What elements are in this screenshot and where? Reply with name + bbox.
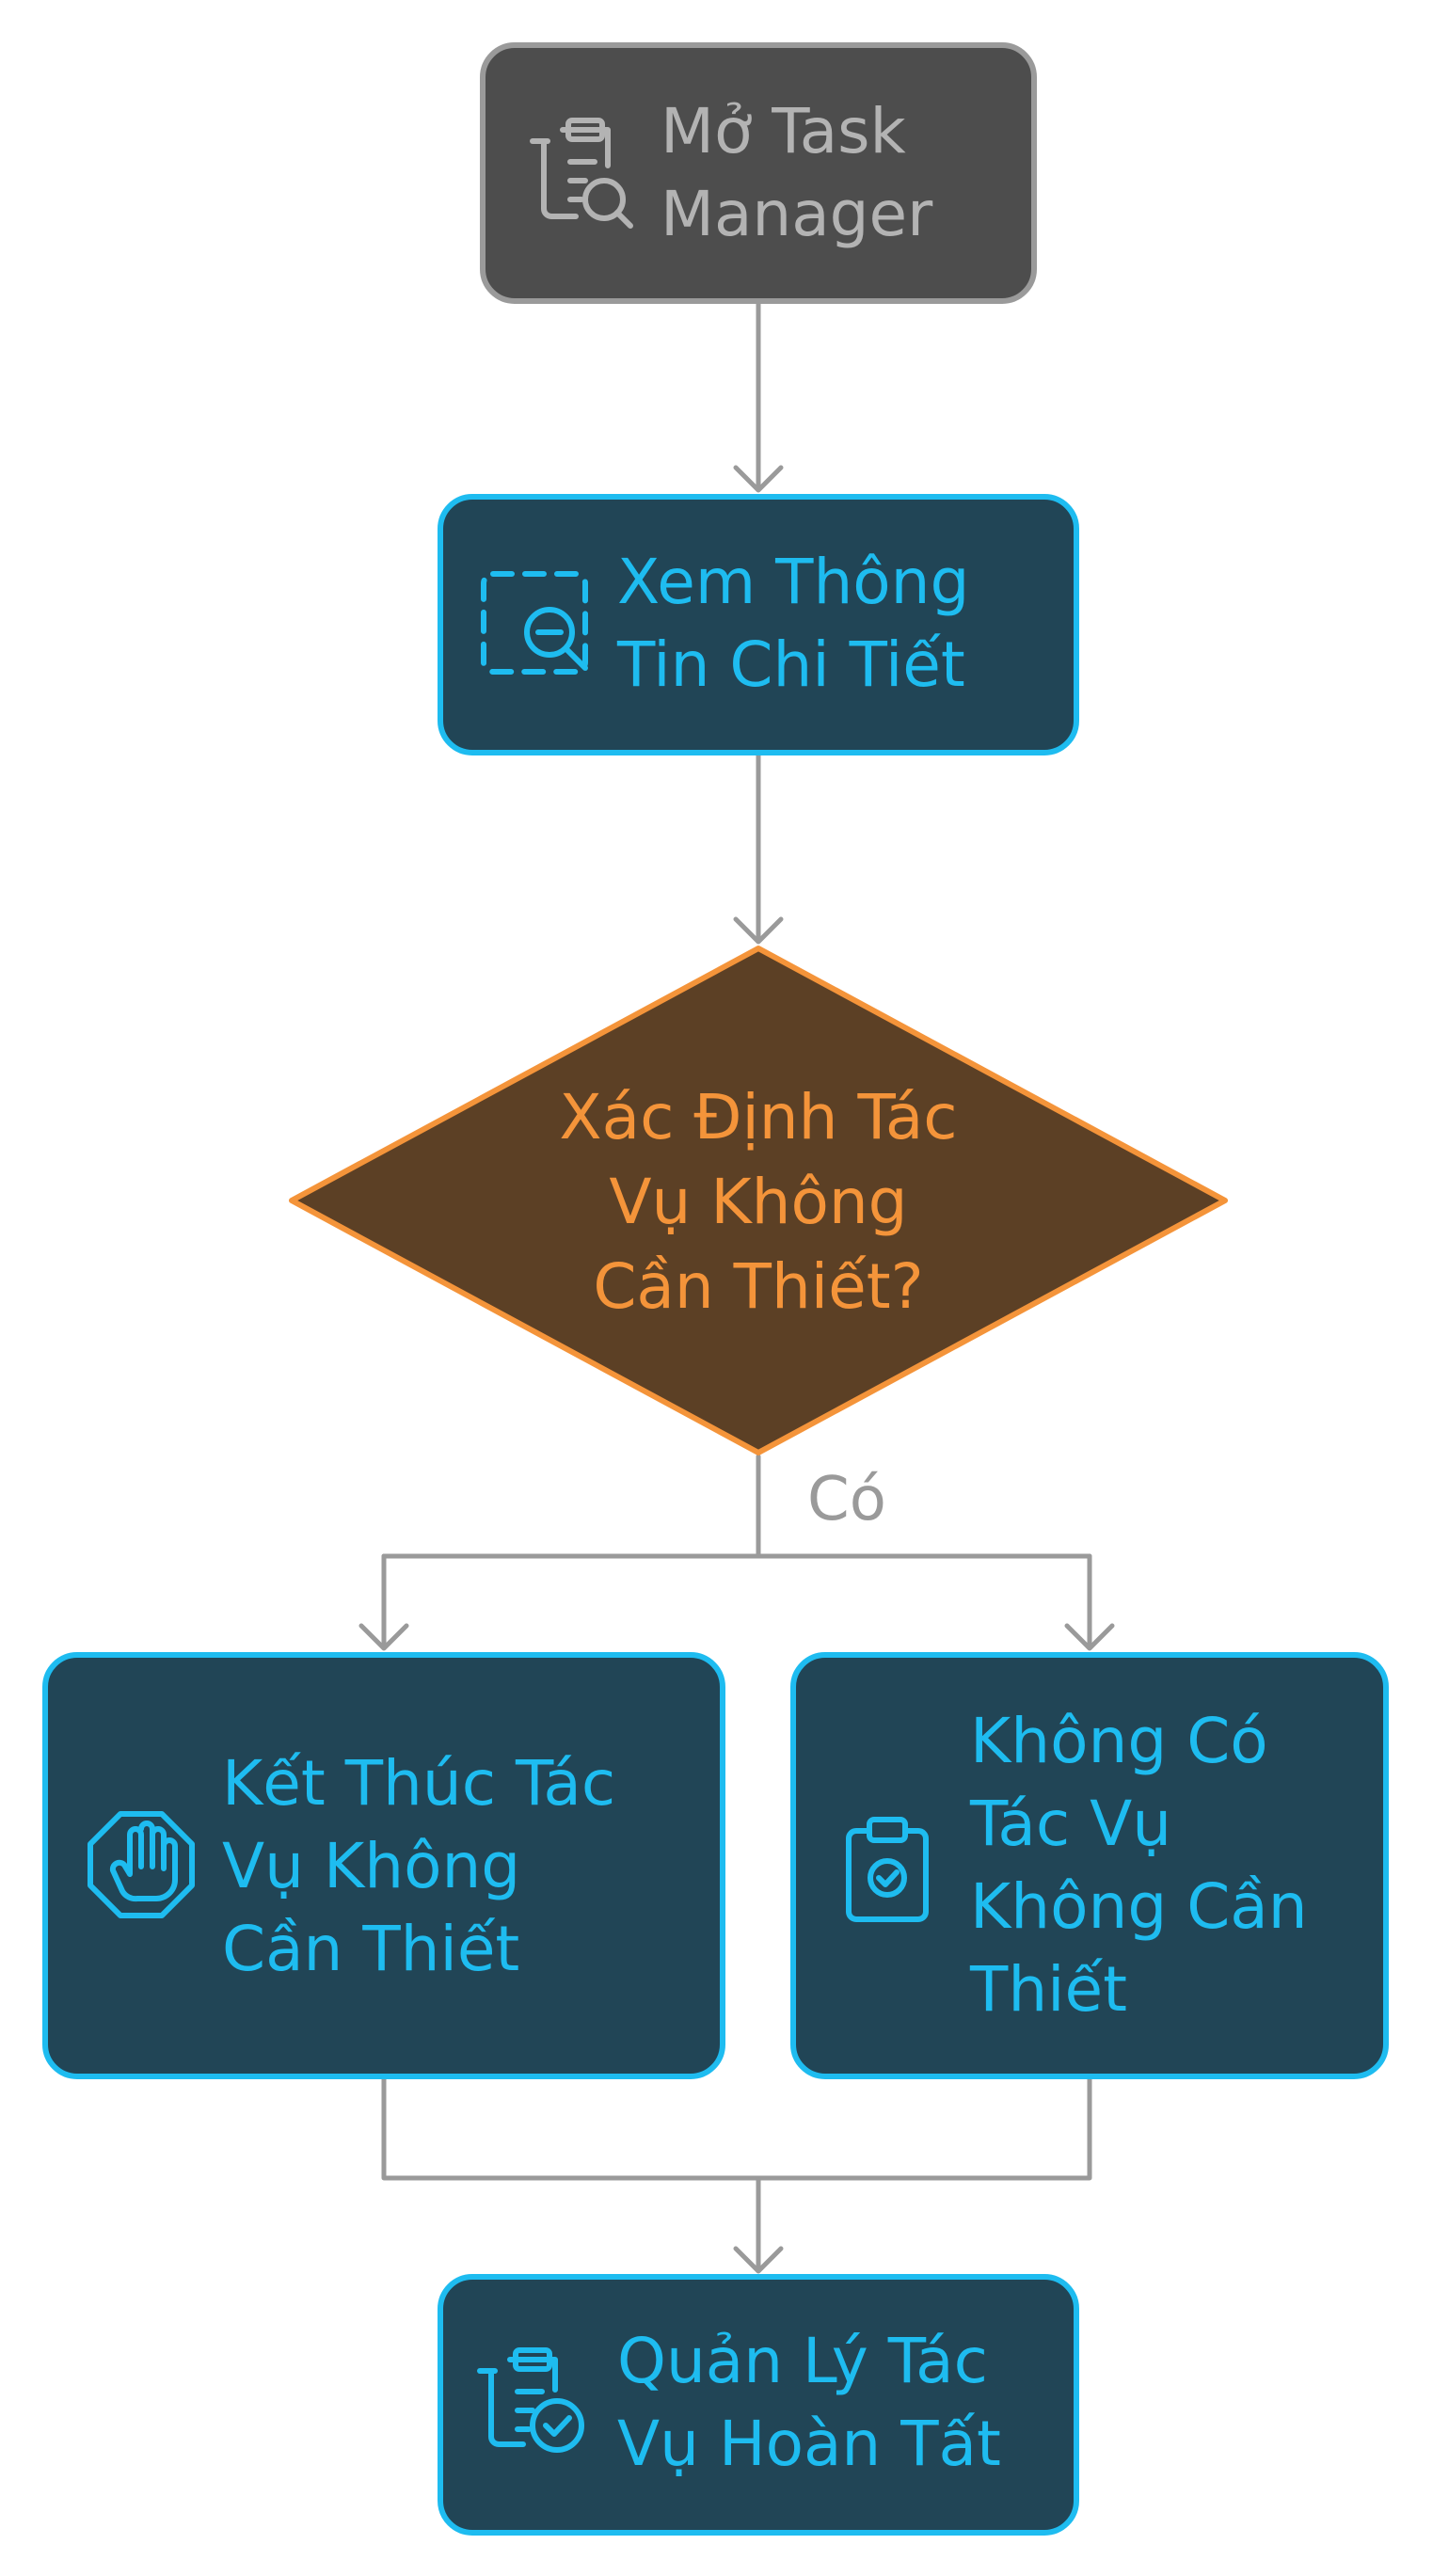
node-view-details: Xem Thông Tin Chi Tiết — [438, 494, 1079, 755]
node-end-task: Kết Thúc Tác Vụ Không Cần Thiết — [42, 1652, 725, 2079]
arrowhead-decision — [733, 916, 784, 945]
node-no-unneeded-task-box — [790, 1652, 1389, 2079]
clipboard-check-icon — [846, 1817, 929, 1922]
node-identify-decision-diamond — [289, 946, 1228, 1455]
node-identify-decision: Xác Định Tác Vụ Không Cần Thiết? — [289, 946, 1228, 1455]
node-view-details-label-1: Xem Thông — [617, 546, 969, 618]
node-task-management-done-label-1: Quản Lý Tác — [617, 2325, 988, 2397]
node-no-unneeded-task-label-1: Không Có — [970, 1705, 1268, 1777]
node-end-task-label-3: Cần Thiết — [222, 1913, 519, 1985]
node-end-task-label-2: Vụ Không — [222, 1830, 520, 1902]
dashed-frame-zoom-out-icon — [481, 571, 588, 675]
clipboard-check-circle-icon — [477, 2347, 584, 2453]
node-no-unneeded-task-label-3: Không Cần — [970, 1870, 1308, 1943]
node-end-task-box — [42, 1652, 725, 2079]
node-no-unneeded-task-label-2: Tác Vụ — [969, 1788, 1171, 1860]
edge-merge — [381, 2075, 1092, 2273]
node-identify-decision-label-3: Cần Thiết? — [593, 1250, 923, 1323]
stop-hand-icon — [88, 1811, 195, 1918]
node-end-task-label-1: Kết Thúc Tác — [222, 1747, 615, 1820]
node-no-unneeded-task-label-4: Thiết — [969, 1953, 1127, 2026]
node-view-details-box — [438, 494, 1079, 755]
node-open-task-manager-box — [480, 42, 1037, 304]
node-identify-decision-label-1: Xác Định Tác — [559, 1081, 957, 1153]
node-open-task-manager-label-2: Manager — [661, 178, 933, 250]
node-view-details-label-2: Tin Chi Tiết — [616, 628, 965, 701]
node-no-unneeded-task: Không Có Tác Vụ Không Cần Thiết — [790, 1652, 1389, 2079]
edge-label-background — [798, 1464, 892, 1534]
node-task-management-done-label-2: Vụ Hoàn Tất — [617, 2408, 1001, 2480]
arrowhead-view — [733, 465, 784, 493]
arrowhead-final — [733, 2246, 784, 2274]
edge-label-yes: Có — [807, 1465, 886, 1534]
edge-decision-split — [381, 1454, 1092, 1559]
arrowhead-no-task — [1064, 1623, 1115, 1651]
node-open-task-manager-label-1: Mở Task — [661, 95, 907, 167]
arrowhead-end-task — [358, 1623, 409, 1651]
node-task-management-done: Quản Lý Tác Vụ Hoàn Tất — [438, 2274, 1079, 2536]
node-identify-decision-label-2: Vụ Không — [609, 1166, 907, 1238]
node-open-task-manager: Mở Task Manager — [480, 42, 1037, 304]
connectors — [358, 300, 1115, 2274]
node-task-management-done-box — [438, 2274, 1079, 2536]
clipboard-search-icon — [530, 118, 633, 229]
